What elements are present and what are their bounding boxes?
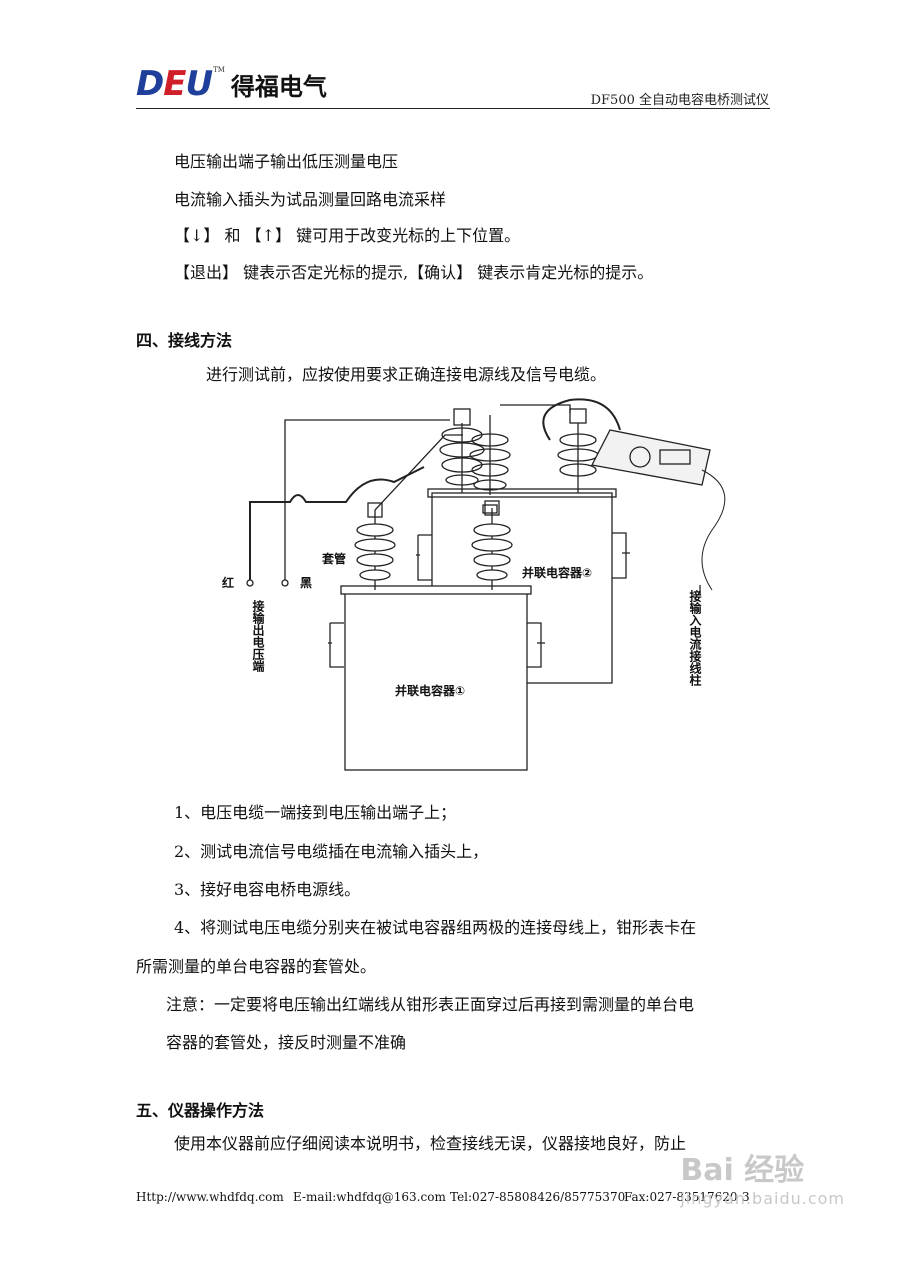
page-footer: Http://www.whdfdq.com E-mail:whdfdq@163.… [136, 1190, 776, 1204]
note-line-2: 容器的套管处，接反时测量不准确 [166, 1033, 407, 1052]
capacitor-2-bracket-right [612, 532, 630, 579]
intro-line-4: 【退出】 键表示否定光标的提示,【确认】 键表示肯定光标的提示。 [174, 263, 654, 282]
footer-fax: Fax:027-83517620 [624, 1190, 738, 1204]
document-title: DF500 全自动电容电桥测试仪 [590, 93, 769, 108]
intro-line-2: 电流输入插头为试品测量回路电流采样 [174, 190, 447, 209]
company-logo: DEU TM 得福电气 [136, 64, 327, 104]
section-5-intro: 使用本仪器前应仔细阅读本说明书，检查接线无误，仪器接地良好，防止 [174, 1134, 687, 1153]
bushing-top-right [557, 408, 599, 493]
terminal-black [281, 579, 289, 587]
label-voltage-terminal: 接输出电压端 [251, 599, 265, 673]
label-bushing: 套管 [321, 551, 346, 566]
watermark-url: jingyan.baidu.com [680, 1189, 845, 1208]
label-capacitor-2: 并联电容器② [522, 565, 592, 580]
section-4-heading: 四、接线方法 [136, 331, 233, 350]
clamp-meter [542, 398, 711, 486]
footer-email[interactable]: E-mail:whdfdq@163.com [293, 1190, 446, 1204]
current-signal-wire [701, 469, 726, 591]
wiring-diagram: 套管 红 黑 接输出电压端 接输入电流接线柱 并联电容器① 并联电容器② [222, 398, 726, 771]
footer-http[interactable]: Http://www.whdfdq.com [136, 1190, 284, 1204]
intro-line-3: 【↓】 和 【↑】 键可用于改变光标的上下位置。 [174, 226, 521, 245]
bushing-cap1 [354, 502, 396, 590]
step-1: 1、电压电缆一端接到电压输出端子上； [174, 803, 457, 822]
section-4-intro: 进行测试前，应按使用要求正确连接电源线及信号电缆。 [206, 365, 607, 384]
footer-page-number: 3 [742, 1190, 750, 1204]
capacitor-1-bracket-right [527, 622, 545, 668]
watermark-brand: Bai 经验 [680, 1153, 805, 1188]
diagonal-lead [374, 434, 463, 511]
capacitor-1-lid [340, 585, 532, 595]
logo-mark: DEU [136, 64, 213, 104]
section-5-heading: 五、仪器操作方法 [136, 1101, 265, 1120]
note-line-1: 注意：一定要将电压输出红端线从钳形表正面穿过后再接到需测量的单台电 [166, 995, 695, 1014]
header-divider [136, 108, 770, 109]
label-current-post: 接输入电流接线柱 [688, 589, 702, 687]
baidu-watermark: Bai 经验 jingyan.baidu.com [680, 1145, 845, 1208]
intro-line-1: 电压输出端子输出低压测量电压 [174, 152, 399, 171]
terminal-red [246, 579, 254, 587]
label-black: 黑 [300, 576, 312, 590]
footer-tel: Tel:027-85808426/85775370 [450, 1190, 626, 1204]
label-red: 红 [222, 575, 234, 590]
step-4-line-2: 所需测量的单台电容器的套管处。 [136, 957, 377, 976]
label-capacitor-1: 并联电容器① [395, 683, 465, 698]
step-3: 3、接好电容电桥电源线。 [174, 880, 361, 899]
step-4-line-1: 4、将测试电压电缆分别夹在被试电容器组两极的连接母线上，钳形表卡在 [174, 918, 697, 937]
lead-to-clamp [500, 404, 571, 413]
capacitor-2-bracket-left [416, 534, 432, 581]
bushing-cap2-front [471, 500, 513, 590]
capacitor-1-bracket-left [328, 622, 344, 668]
capacitor-2-lid [427, 488, 617, 498]
logo-company-name: 得福电气 [230, 72, 327, 101]
voltage-lead-black [284, 419, 450, 580]
voltage-lead-red [249, 466, 425, 580]
capacitor-1-body [344, 589, 528, 771]
bushing-cap2-center [469, 415, 511, 514]
logo-tm: TM [213, 66, 225, 74]
step-2: 2、测试电流信号电缆插在电流输入插头上， [174, 842, 489, 861]
